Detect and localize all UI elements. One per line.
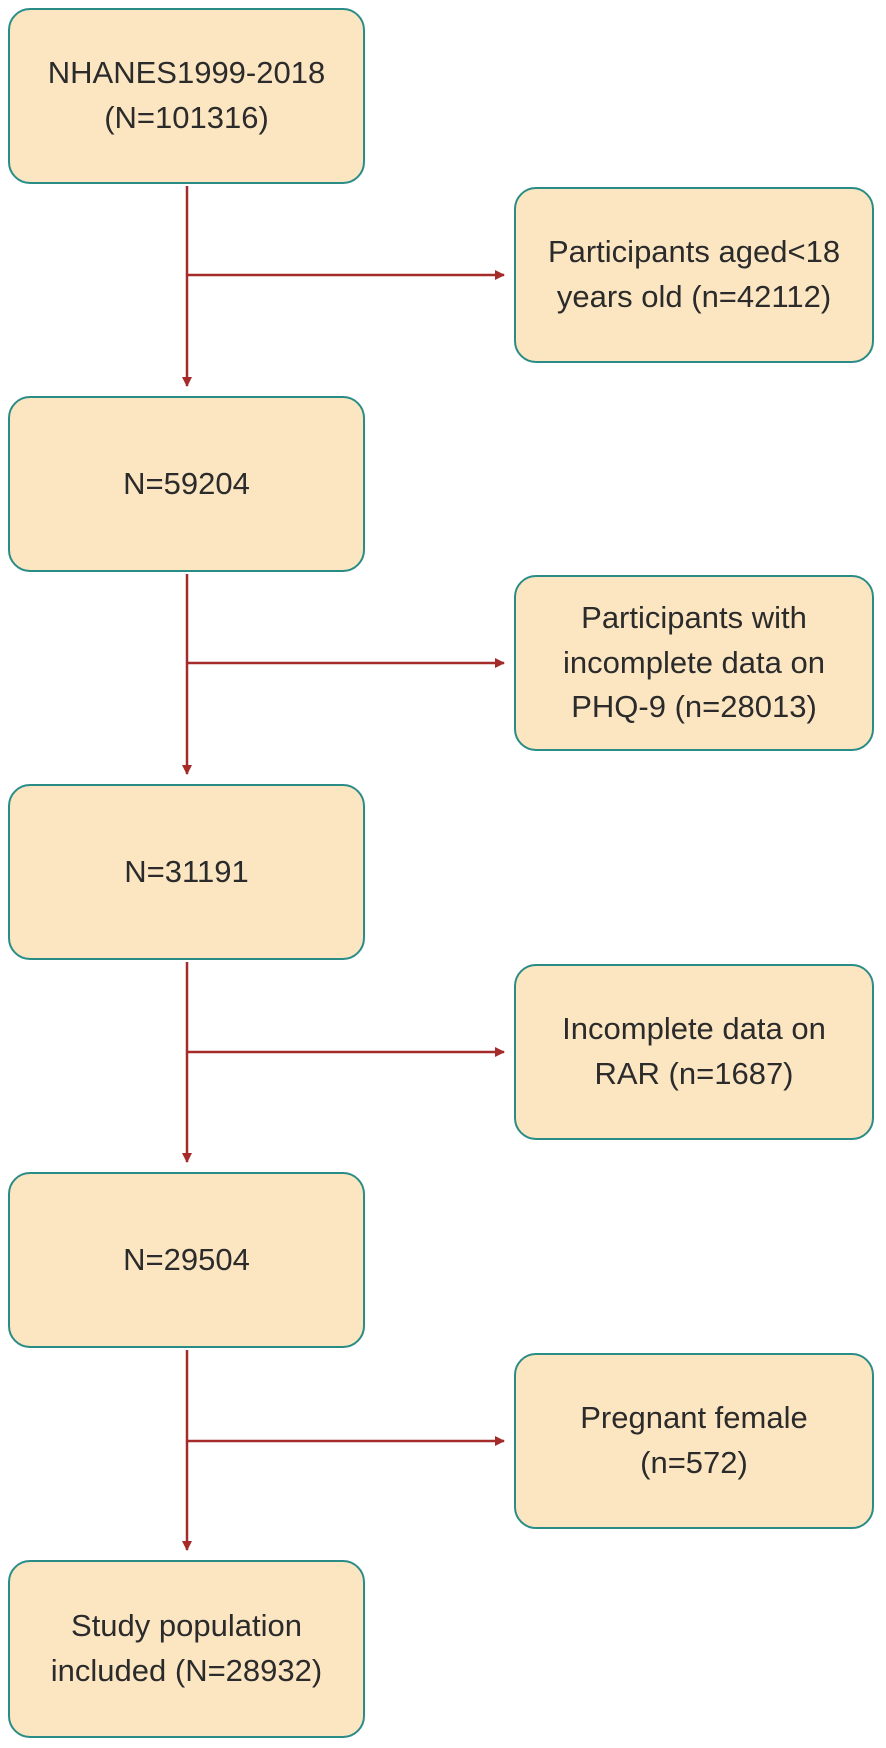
box-exclusion-rar-text: Incomplete data on RAR (n=1687) [562,1011,826,1091]
box-source-population-text: NHANES1999-2018 (N=101316) [47,55,326,135]
box-exclusion-pregnant: Pregnant female (n=572) [514,1353,874,1529]
box-study-population: Study population included (N=28932) [8,1560,365,1738]
box-source-population: NHANES1999-2018 (N=101316) [8,8,365,184]
box-exclusion-phq9-text: Participants with incomplete data on PHQ… [563,599,825,725]
box-study-population-text: Study population included (N=28932) [50,1608,323,1688]
box-exclusion-rar: Incomplete data on RAR (n=1687) [514,964,874,1140]
box-step-2-text: N=31191 [124,853,249,889]
box-exclusion-phq9: Participants with incomplete data on PHQ… [514,575,874,751]
box-exclusion-age: Participants aged<18 years old (n=42112) [514,187,874,363]
box-step-3: N=29504 [8,1172,365,1348]
box-step-1-text: N=59204 [123,465,250,501]
box-step-1: N=59204 [8,396,365,572]
box-exclusion-pregnant-text: Pregnant female (n=572) [580,1400,808,1480]
box-step-2: N=31191 [8,784,365,960]
box-step-3-text: N=29504 [123,1241,250,1277]
box-exclusion-age-text: Participants aged<18 years old (n=42112) [547,234,841,314]
